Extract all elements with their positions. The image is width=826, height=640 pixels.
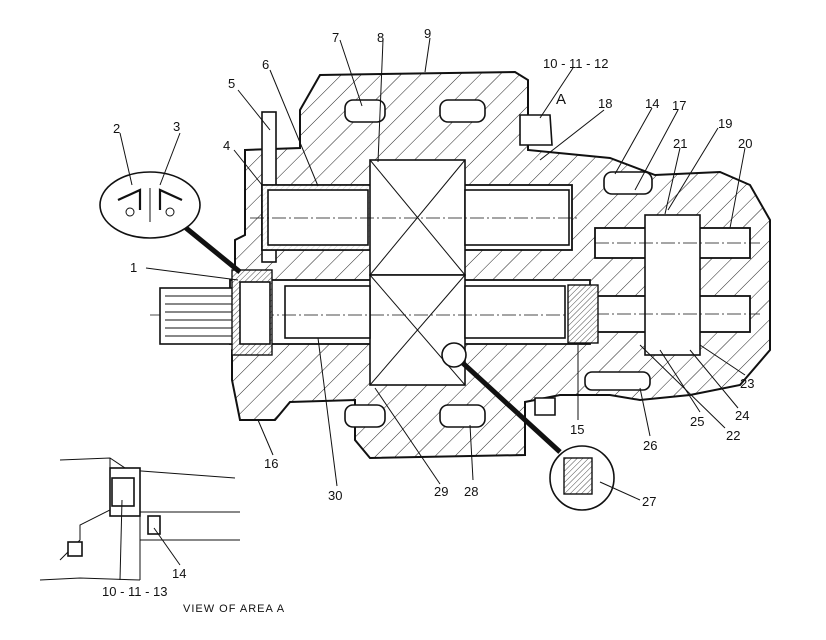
label-7: 7 [332,30,339,45]
seal-detail-27 [441,342,615,511]
label-a: A [556,91,566,108]
label-19: 19 [718,116,732,131]
label-9: 9 [424,26,431,41]
label-6: 6 [262,57,269,72]
label-24: 24 [735,408,749,423]
label-25: 25 [690,414,704,429]
label-15: 15 [570,422,584,437]
label-10-11-13: 10 - 11 - 13 [102,584,168,599]
label-21: 21 [673,136,687,151]
label-30: 30 [328,488,342,503]
label-2: 2 [113,121,120,136]
label-5: 5 [228,76,235,91]
label-22: 22 [726,428,740,443]
label-29: 29 [434,484,448,499]
leader-lines [119,37,746,581]
through-bolts [344,99,653,428]
label-3: 3 [173,119,180,134]
label-10-11-12: 10 - 11 - 12 [543,56,609,71]
part-labels: 1 2 3 4 5 6 7 8 9 10 - 11 - 12 A 18 14 1… [102,26,754,615]
splined-shaft-end [159,287,236,345]
label-27: 27 [642,494,656,509]
view-of-area-a-inset [39,457,240,581]
label-18: 18 [598,96,612,111]
view-caption: VIEW OF AREA A [183,603,285,615]
label-16: 16 [264,456,278,471]
label-23: 23 [740,376,754,391]
upper-gear-shaft [250,159,580,276]
label-14-inset: 14 [172,566,186,581]
label-1: 1 [130,260,137,275]
label-17: 17 [672,98,686,113]
label-28: 28 [464,484,478,499]
seal-bore [239,281,271,345]
rear-pump-section [567,214,760,356]
label-4: 4 [223,138,230,153]
seal-detail-callout [99,171,242,274]
label-20: 20 [738,136,752,151]
label-14: 14 [645,96,659,111]
label-8: 8 [377,30,384,45]
label-26: 26 [643,438,657,453]
